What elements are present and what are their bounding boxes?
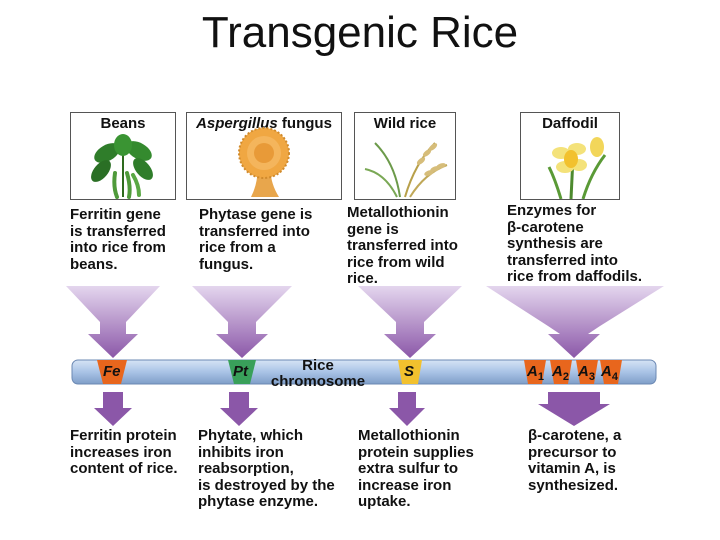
- beans-label: Beans: [100, 115, 146, 132]
- gene-label-pt: Pt: [233, 363, 248, 380]
- effect-text-beta-carotene: β-carotene, a precursor to vitamin A, is…: [528, 427, 622, 494]
- gene-label-a3: A3: [578, 363, 595, 383]
- wild-rice-icon: [364, 142, 448, 198]
- bean-plant-icon: [91, 134, 153, 199]
- fungus-panel: Aspergillus fungus: [186, 112, 342, 200]
- fungus-label: Aspergillus fungus: [196, 115, 332, 132]
- gene-label-a4: A4: [601, 363, 618, 383]
- gene-band-pt: [228, 360, 256, 384]
- gene-band-fe: [97, 360, 127, 384]
- fungus-icon: [238, 127, 290, 197]
- beans-panel: Beans: [70, 112, 176, 200]
- funnel-arrow-wild-rice: [358, 286, 462, 358]
- effect-arrow-fungus: [220, 392, 258, 426]
- chromosome-label: Rice chromosome: [270, 357, 366, 390]
- effect-text-ferritin: Ferritin protein increases iron content …: [70, 427, 178, 477]
- funnel-arrow-beans: [66, 286, 160, 358]
- daffodil-label: Daffodil: [542, 115, 598, 132]
- funnel-arrow-daffodil: [486, 286, 664, 358]
- effect-text-metallothionin: Metallothionin protein supplies extra su…: [358, 427, 474, 510]
- rice-chromosome: [71, 359, 657, 385]
- gene-label-s: S: [404, 363, 415, 380]
- gene-band-a4: [600, 360, 622, 384]
- gene-label-fe: Fe: [103, 363, 121, 380]
- gene-band-a2: [550, 360, 572, 384]
- transfer-text-wild-rice: Metallothionin gene is transferred into …: [347, 204, 458, 287]
- funnel-arrow-fungus: [192, 286, 292, 358]
- effect-arrow-wild-rice: [389, 392, 425, 426]
- gene-band-a3: [576, 360, 598, 384]
- wild-rice-label: Wild rice: [373, 115, 437, 132]
- gene-label-a1: A1: [527, 363, 544, 383]
- gene-band-a1: [524, 360, 546, 384]
- effect-text-phytate: Phytate, which inhibits iron reabsorptio…: [198, 427, 335, 510]
- transfer-text-daffodil: Enzymes for β-carotene synthesis are tra…: [507, 202, 643, 285]
- daffodil-icon: [547, 137, 607, 199]
- daffodil-panel: Daffodil: [520, 112, 620, 200]
- gene-band-s: [398, 360, 422, 384]
- wild-rice-panel: Wild rice: [354, 112, 456, 200]
- transfer-text-beans: Ferritin gene is transferred into rice f…: [70, 206, 166, 273]
- effect-arrow-daffodil: [538, 392, 610, 426]
- effect-arrow-beans: [94, 392, 132, 426]
- gene-label-a2: A2: [552, 363, 569, 383]
- transfer-text-fungus: Phytase gene is transferred into rice fr…: [199, 206, 313, 273]
- page-title: Transgenic Rice: [201, 8, 519, 57]
- gene-bands: [97, 360, 622, 384]
